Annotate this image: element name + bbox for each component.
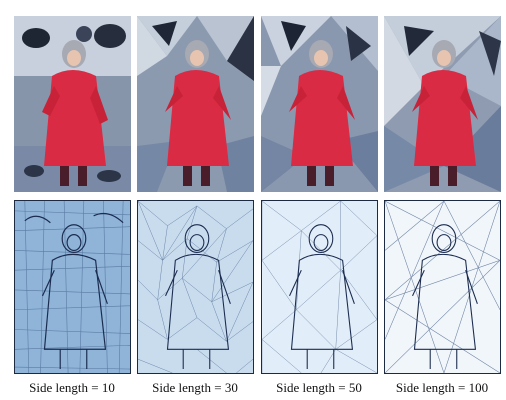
caption-side-10: Side length = 10 [29,380,115,395]
mesh-panel-side-10 [14,200,131,374]
caption-side-100: Side length = 100 [395,380,489,395]
mesh-panel-side-50 [261,200,378,374]
photo-panel-side-30 [137,16,254,192]
caption-side-50: Side length = 50 [276,380,362,395]
mesh-panel-side-30 [137,200,254,374]
photo-panel-side-100 [384,16,501,192]
photo-panel-side-10 [14,16,131,192]
mesh-panel-side-100 [384,200,501,374]
photo-panel-side-50 [261,16,378,192]
caption-side-30: Side length = 30 [152,380,238,395]
